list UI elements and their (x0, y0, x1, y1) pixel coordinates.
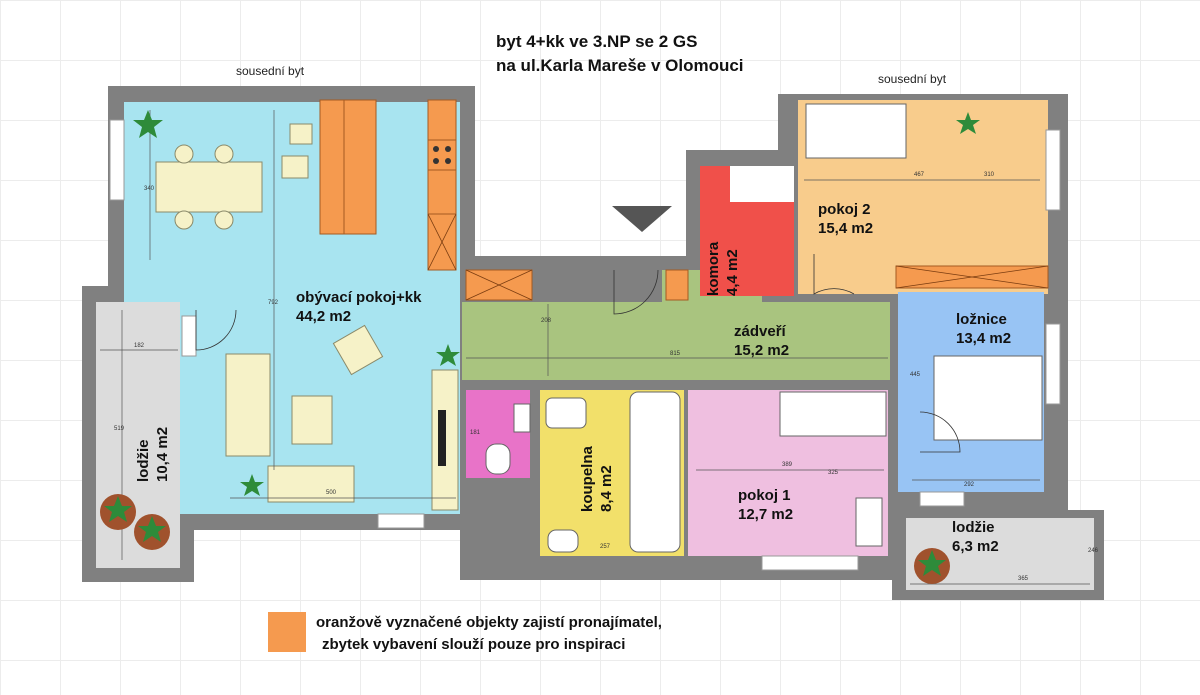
neighbor-label-left: sousední byt (236, 64, 305, 78)
cooktop (433, 146, 451, 164)
dim-257: 257 (600, 544, 611, 550)
room-label-balcony-right: lodžie 6,3 m2 (952, 518, 999, 556)
legend-text: oranžově vyznačené objekty zajistí prona… (316, 612, 662, 656)
bathroom-area: 8,4 m2 (598, 465, 615, 512)
plan-title: byt 4+kk ve 3.NP se 2 GS na ul.Karla Mar… (496, 30, 744, 78)
room-label-storage: komora 4,4 m2 (704, 242, 742, 296)
dim-325: 325 (828, 470, 839, 476)
dim-246: 246 (1088, 548, 1099, 554)
door-swings (195, 254, 961, 453)
room-label-bedroom: ložnice 13,4 m2 (956, 310, 1011, 348)
dim-292: 292 (964, 482, 975, 488)
balcony-right-area: 6,3 m2 (952, 538, 999, 555)
hall-fill (462, 302, 890, 380)
dim-182: 182 (134, 343, 145, 349)
dim-467: 467 (914, 172, 925, 178)
balcony-right-name: lodžie (952, 519, 995, 536)
room1-name: pokoj 1 (738, 487, 791, 504)
windows (109, 119, 1061, 571)
plants (133, 110, 980, 496)
title-line-1: byt 4+kk ve 3.NP se 2 GS (496, 32, 698, 51)
beds (779, 103, 1043, 547)
dim-181: 181 (470, 430, 481, 436)
legend-line-1: oranžově vyznačené objekty zajistí prona… (316, 614, 662, 631)
storage-name: komora (705, 241, 722, 296)
dim-365: 365 (1018, 576, 1029, 582)
balcony-left-name: lodžie (135, 439, 152, 482)
balcony-left-area: 10,4 m2 (154, 426, 171, 482)
bedroom-area: 13,4 m2 (956, 330, 1012, 347)
room1-area: 12,7 m2 (738, 506, 794, 523)
built-in-lines (427, 213, 1049, 301)
room-label-bathroom: koupelna 8,4 m2 (578, 446, 616, 512)
storage-area: 4,4 m2 (724, 249, 741, 296)
dim-310: 310 (984, 172, 995, 178)
bedroom-name: ložnice (956, 311, 1007, 328)
entrance-arrow (612, 206, 672, 232)
hall-area: 15,2 m2 (734, 342, 790, 359)
room-label-balcony-left: lodžie 10,4 m2 (134, 427, 172, 482)
room-label-room1: pokoj 1 12,7 m2 (738, 486, 793, 524)
room2-name: pokoj 2 (818, 201, 871, 218)
living-area: 44,2 m2 (296, 308, 352, 325)
title-line-2: na ul.Karla Mareše v Olomouci (496, 56, 744, 75)
dim-208: 208 (541, 318, 552, 324)
room-label-room2: pokoj 2 15,4 m2 (818, 200, 873, 238)
dim-340: 340 (144, 186, 155, 192)
dim-519: 519 (114, 426, 125, 432)
room-label-hall: zádveří 15,2 m2 (734, 322, 789, 360)
legend-line-2: zbytek vybavení slouží pouze pro inspira… (322, 636, 626, 653)
neighbor-label-right: sousední byt (878, 72, 947, 86)
potted-plants (100, 494, 950, 584)
tv (438, 410, 446, 466)
storage-shelf (730, 166, 794, 202)
living-name: obývací pokoj+kk (296, 289, 422, 306)
bathroom-fixtures (485, 391, 681, 553)
room2-area: 15,4 m2 (818, 220, 874, 237)
living-furniture (155, 123, 459, 511)
hall-name: zádveří (734, 323, 786, 340)
dim-500: 500 (326, 490, 337, 496)
legend-orange-swatch (268, 612, 306, 652)
dim-445: 445 (910, 372, 921, 378)
dim-815: 815 (670, 351, 681, 357)
dim-792: 792 (268, 300, 279, 306)
room-label-living: obývací pokoj+kk 44,2 m2 (296, 288, 421, 326)
bathroom-name: koupelna (579, 446, 596, 512)
dim-389: 389 (782, 462, 793, 468)
